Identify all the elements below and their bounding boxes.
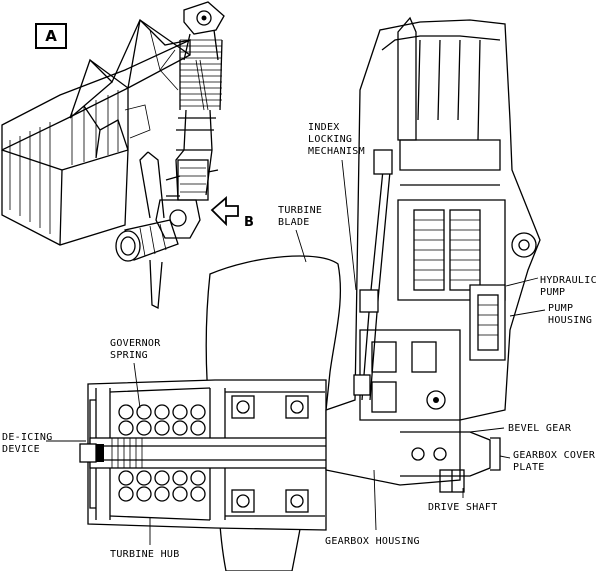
label-bevel-gear: BEVEL GEAR (508, 423, 572, 434)
label-de-icing-device: DE-ICING DEVICE (2, 432, 59, 455)
leader-pump-housing (509, 309, 546, 317)
label-index-locking-mechanism: INDEX LOCKING MECHANISM (308, 122, 365, 157)
hub-bearings (231, 395, 309, 513)
leader-gearbox-housing (373, 469, 377, 531)
leader-hydraulic-pump (505, 277, 539, 287)
label-pump-housing: PUMP HOUSING (548, 303, 592, 326)
label-turbine-blade: TURBINE BLADE (278, 205, 329, 228)
label-hydraulic-pump: HYDRAULIC PUMP (540, 275, 600, 298)
label-governor-spring: GOVERNOR SPRING (110, 338, 167, 361)
view-b-letter: B (244, 215, 254, 230)
label-drive-shaft: DRIVE SHAFT (428, 502, 498, 513)
inset-strut-assembly (155, 1, 225, 239)
leader-gearbox-cover (499, 455, 511, 459)
callout-labels: INDEX LOCKING MECHANISM TURBINE BLADE HY… (2, 122, 600, 560)
view-a-letter: A (45, 27, 57, 45)
view-a-box (35, 23, 67, 49)
governor-spring-pack (118, 404, 206, 502)
aircraft-bay-structure (1, 18, 191, 246)
view-b-arrow: B (210, 196, 254, 230)
label-gearbox-cover-plate: GEARBOX COVER PLATE (513, 450, 600, 473)
leader-bevel-gear (469, 427, 505, 433)
gearbox-housing (325, 19, 541, 493)
label-gearbox-housing: GEARBOX HOUSING (325, 536, 420, 547)
view-a-inset: A (1, 1, 254, 310)
leader-lines (46, 159, 546, 545)
inset-turbine (115, 151, 179, 310)
leader-index-locking (341, 159, 357, 291)
label-turbine-hub: TURBINE HUB (110, 549, 180, 560)
leader-turbine-blade (295, 229, 307, 263)
leader-governor-spring (133, 362, 141, 409)
index-locking-rod (353, 16, 417, 401)
